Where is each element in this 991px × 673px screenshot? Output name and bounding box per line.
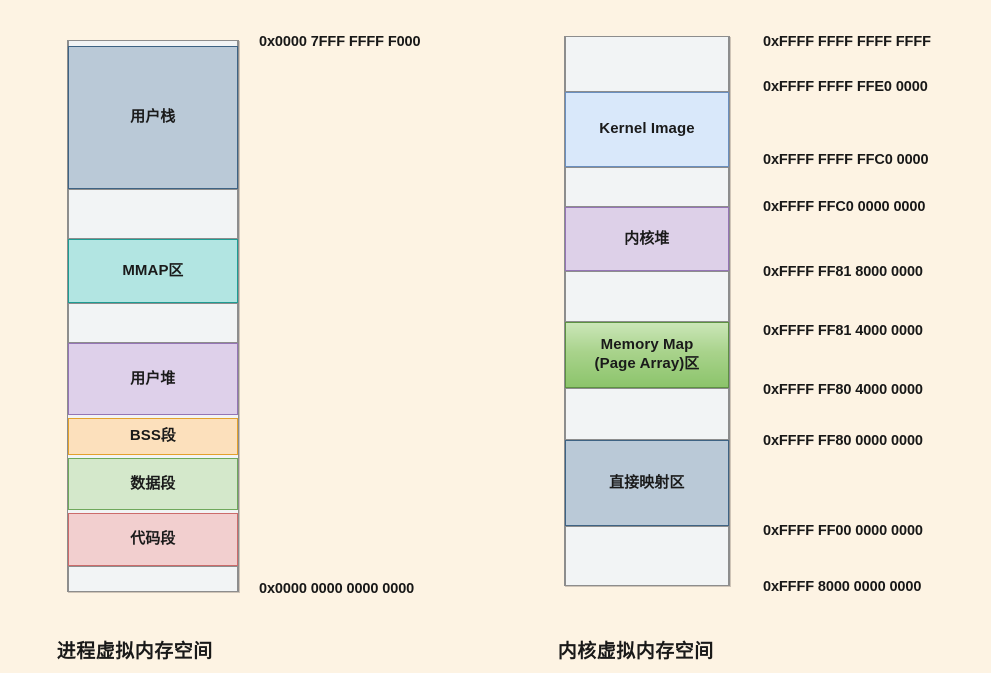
- process-bottom-address: 0x0000 0000 0000 0000: [259, 581, 415, 597]
- kernel-space-caption: 内核虚拟内存空间: [558, 641, 715, 662]
- process-block-用户栈: 用户栈: [68, 46, 238, 189]
- process-space-caption: 进程虚拟内存空间: [57, 641, 214, 662]
- process-block-label: BSS段: [129, 427, 177, 445]
- kernel-block-memory-map-page-array区: Memory Map (Page Array)区: [565, 322, 729, 388]
- process-block-gap: [68, 189, 238, 239]
- process-block-gap: [68, 303, 238, 343]
- kernel-block-label: 内核堆: [624, 229, 670, 247]
- process-block-mmap区: MMAP区: [68, 239, 238, 303]
- process-block-label: MMAP区: [122, 261, 184, 279]
- kernel-address-label: 0xFFFF FF00 0000 0000: [763, 523, 923, 539]
- kernel-block-gap: [565, 271, 729, 322]
- kernel-address-label: 0xFFFF FF81 4000 0000: [763, 323, 923, 339]
- kernel-address-label: 0xFFFF FFFF FFE0 0000: [763, 79, 928, 95]
- process-block-代码段: 代码段: [68, 513, 238, 566]
- process-block-bss段: BSS段: [68, 418, 238, 455]
- process-top-address: 0x0000 7FFF FFFF F000: [259, 34, 421, 50]
- process-block-label: 用户栈: [130, 108, 176, 126]
- kernel-block-kernel-image: Kernel Image: [565, 92, 729, 167]
- kernel-block-label: Memory Map (Page Array)区: [594, 336, 700, 372]
- kernel-address-label: 0xFFFF FFFF FFC0 0000: [763, 152, 929, 168]
- process-block-数据段: 数据段: [68, 458, 238, 510]
- process-block-label: 代码段: [130, 530, 176, 548]
- kernel-block-直接映射区: 直接映射区: [565, 440, 729, 526]
- process-block-用户堆: 用户堆: [68, 343, 238, 415]
- kernel-address-label: 0xFFFF FF80 4000 0000: [763, 382, 923, 398]
- kernel-block-内核堆: 内核堆: [565, 207, 729, 271]
- kernel-block-gap: [565, 388, 729, 440]
- kernel-address-label: 0xFFFF FFC0 0000 0000: [763, 199, 926, 215]
- kernel-block-gap: [565, 167, 729, 207]
- kernel-address-label: 0xFFFF FF80 0000 0000: [763, 433, 923, 449]
- kernel-address-label: 0xFFFF FFFF FFFF FFFF: [763, 34, 931, 50]
- kernel-address-label: 0xFFFF 8000 0000 0000: [763, 579, 922, 595]
- process-block-gap: [68, 566, 238, 592]
- kernel-block-label: Kernel Image: [599, 120, 695, 138]
- kernel-block-label: 直接映射区: [609, 473, 685, 491]
- kernel-block-gap: [565, 526, 729, 586]
- process-block-label: 用户堆: [130, 369, 176, 387]
- kernel-block-gap: [565, 36, 729, 92]
- process-block-label: 数据段: [130, 474, 176, 492]
- kernel-address-label: 0xFFFF FF81 8000 0000: [763, 264, 923, 280]
